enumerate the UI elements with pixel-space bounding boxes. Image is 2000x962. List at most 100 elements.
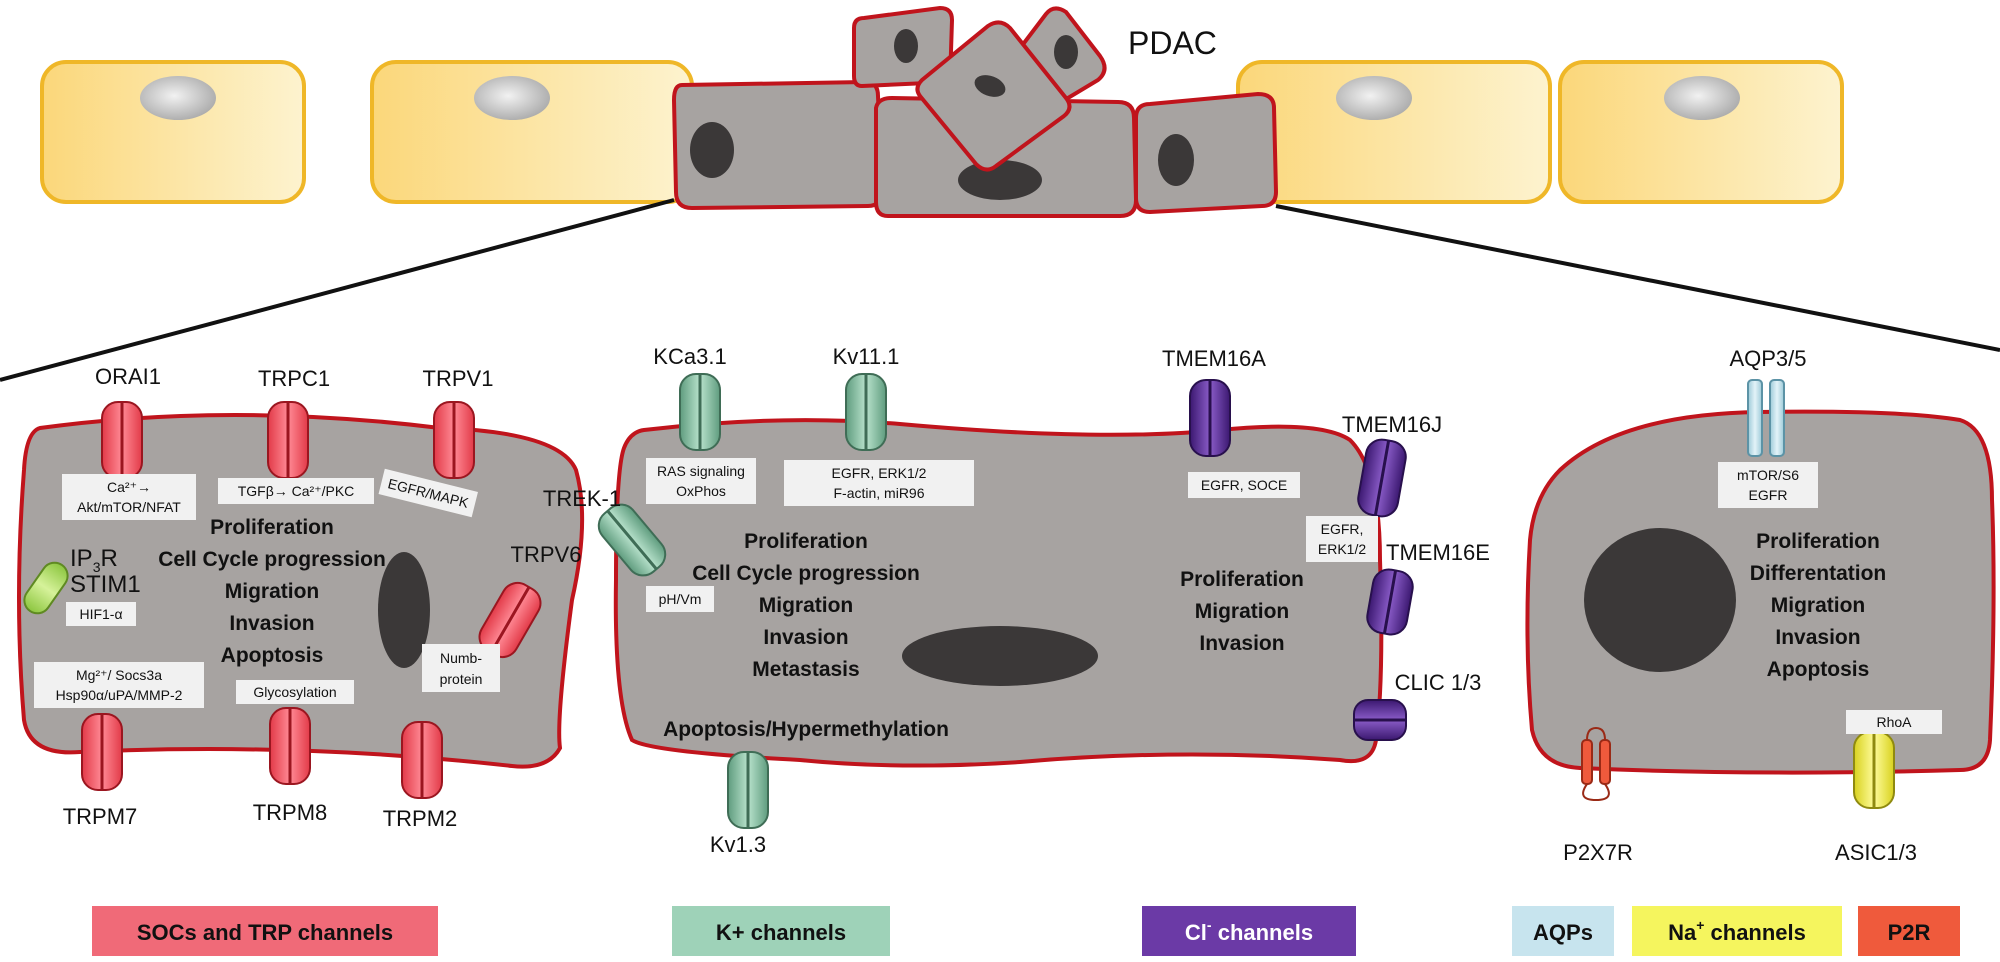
channel-label: TREK-1 (543, 486, 621, 511)
channel-label: TRPC1 (258, 366, 330, 391)
info-text: Hsp90α/uPA/MMP-2 (56, 687, 183, 703)
info-text: Ca²⁺→ (107, 479, 151, 495)
ip3r-label: IP3R (70, 545, 118, 575)
asic1-3-channel (1853, 731, 1895, 809)
info-text: RAS signaling (657, 463, 745, 479)
channel-label: TRPV1 (423, 366, 494, 391)
effect-text: Invasion (763, 626, 848, 649)
info-box (1718, 462, 1818, 508)
info-text: RhoA (1876, 714, 1912, 730)
tumor-nucleus (894, 29, 918, 63)
effect-text: Apoptosis (221, 644, 324, 667)
trpm8-channel (269, 707, 311, 785)
cell-body (1525, 409, 1996, 775)
tumor-nucleus (974, 75, 1006, 97)
effect-text: Cell Cycle progression (692, 562, 920, 585)
effect-text: Migration (1771, 594, 1866, 617)
panel-aqp-p2r-na: AQP3/5 P2X7R ASIC1/3 mTOR/S6 EGFR RhoA P… (1525, 346, 1996, 865)
channel-label: TRPM2 (383, 806, 458, 831)
tmem16j-channel (1357, 438, 1407, 518)
normal-cell (1236, 60, 1552, 204)
normal-cell (370, 60, 694, 204)
channel-label: P2X7R (1563, 840, 1633, 865)
info-text: EGFR (1749, 487, 1788, 503)
info-box (66, 602, 136, 626)
info-box (1846, 710, 1942, 734)
legend-label-cl: Cl- channels (1185, 917, 1313, 945)
info-text: protein (440, 671, 483, 687)
tumor-label: PDAC (1128, 25, 1217, 61)
kv1.3-channel (727, 751, 769, 829)
kca3.1-channel (679, 373, 721, 451)
zoom-line-right (1275, 204, 2000, 352)
info-text: pH/Vm (659, 591, 702, 607)
info-box (34, 662, 204, 708)
channel-label: Kv11.1 (833, 344, 900, 369)
info-text: EGFR, (1321, 521, 1364, 537)
channel-label: KCa3.1 (653, 344, 726, 369)
effect-text: Migration (225, 580, 320, 603)
info-box (784, 460, 974, 506)
effect-text: Proliferation (744, 530, 868, 553)
effect-text: Migration (1195, 600, 1290, 623)
effect-text: Metastasis (752, 658, 859, 681)
info-box (218, 478, 374, 504)
info-text: TGFβ→ Ca²⁺/PKC (238, 483, 355, 499)
channel-label: TRPM8 (253, 800, 328, 825)
info-text: EGFR, SOCE (1201, 477, 1287, 493)
cell-body (613, 418, 1384, 768)
info-text: ERK1/2 (1318, 541, 1366, 557)
panel-soc-trp: ORAI1 TRPC1 TRPV1 TRPV6 TRPM7 TRPM8 TRPM… (17, 364, 585, 831)
orai1-channel (101, 401, 143, 479)
tumor-cell (671, 79, 885, 211)
legend-label-aqp: AQPs (1533, 920, 1593, 945)
effect-text: Invasion (1199, 632, 1284, 655)
trek-1-channel (597, 503, 667, 577)
panel-k-cl: KCa3.1 Kv11.1 TREK-1 Kv1.3 TMEM16A TMEM1… (543, 344, 1490, 857)
effect-text: Proliferation (1756, 530, 1880, 553)
legend-swatch-na (1632, 906, 1842, 956)
normal-cell (1558, 60, 1844, 204)
legend-label-soc: SOCs and TRP channels (137, 920, 393, 945)
nucleus (378, 552, 430, 668)
info-text: Numb- (440, 650, 482, 666)
tumor-cell (1134, 91, 1279, 215)
info-text: HIF1-α (79, 606, 122, 622)
info-box (236, 680, 354, 704)
effect-text: Differentation (1750, 562, 1887, 585)
channel-label: TRPM7 (63, 804, 138, 829)
info-text: Mg²⁺/ Socs3a (76, 667, 162, 683)
info-text: mTOR/S6 (1737, 467, 1799, 483)
kv11.1-channel (845, 373, 887, 451)
info-box (1188, 472, 1300, 498)
effect-text: Migration (759, 594, 854, 617)
zoom-line-left (0, 198, 675, 382)
tumor-nucleus (1158, 134, 1194, 186)
info-box (646, 586, 714, 612)
info-text: Glycosylation (253, 684, 336, 700)
info-text: EGFR, ERK1/2 (832, 465, 927, 481)
stim1-label: STIM1 (70, 571, 141, 598)
nucleus (1584, 528, 1736, 672)
normal-cell (40, 60, 306, 204)
tmem16e-channel (1366, 568, 1414, 636)
tmem16a-channel (1189, 379, 1231, 457)
tumor-nucleus (958, 160, 1042, 200)
channel-label: CLIC 1/3 (1395, 670, 1482, 695)
legend-swatch-aqp (1512, 906, 1614, 956)
aqp3-5-channel (1747, 379, 1785, 457)
info-text: Akt/mTOR/NFAT (77, 499, 181, 515)
info-box (646, 458, 756, 504)
effect-text: Proliferation (210, 516, 334, 539)
tumor-nucleus (690, 122, 734, 178)
er-ip3r-shape (23, 561, 69, 615)
effect-text: Cell Cycle progression (158, 548, 386, 571)
legend-label-na: Na+ channels (1668, 917, 1806, 945)
trpc1-channel (267, 401, 309, 479)
legend: SOCs and TRP channels K+ channels Cl- ch… (92, 906, 1960, 956)
effect-text: Proliferation (1180, 568, 1304, 591)
info-text: F-actin, miR96 (833, 485, 924, 501)
trpm7-channel (81, 713, 123, 791)
legend-label-p2r: P2R (1888, 920, 1931, 945)
